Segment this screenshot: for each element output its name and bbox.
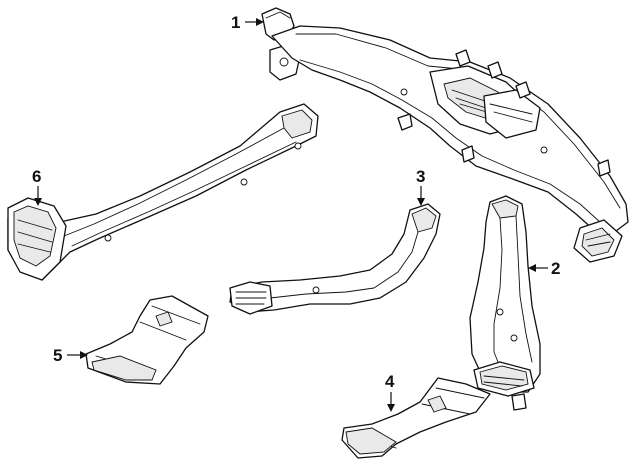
callout-4-number: 4: [385, 372, 395, 391]
callout-3-arrow: [417, 198, 425, 206]
callout-3: 3: [416, 167, 425, 206]
callout-5-arrow: [80, 351, 88, 359]
part-6-left-duct: [7, 103, 319, 281]
callout-5: 5: [53, 346, 88, 365]
callout-3-number: 3: [416, 167, 425, 186]
part-3-center-duct: [229, 203, 441, 315]
callout-6-number: 6: [32, 167, 41, 186]
callout-1: 1: [231, 13, 264, 32]
callout-4-arrow: [387, 404, 395, 412]
part-4-floor-duct-right: [341, 377, 491, 459]
callout-1-arrow: [256, 18, 264, 26]
callout-6: 6: [32, 167, 42, 206]
callout-6-arrow: [34, 198, 42, 206]
part-1-main-duct: [261, 7, 629, 263]
callout-1-number: 1: [231, 13, 240, 32]
callout-2-arrow: [528, 264, 536, 272]
callout-4: 4: [385, 372, 395, 412]
callout-2: 2: [528, 259, 560, 278]
callout-2-number: 2: [551, 259, 560, 278]
part-2-right-duct: [469, 195, 541, 411]
part-5-floor-duct-left: [85, 295, 209, 385]
callout-5-number: 5: [53, 346, 62, 365]
